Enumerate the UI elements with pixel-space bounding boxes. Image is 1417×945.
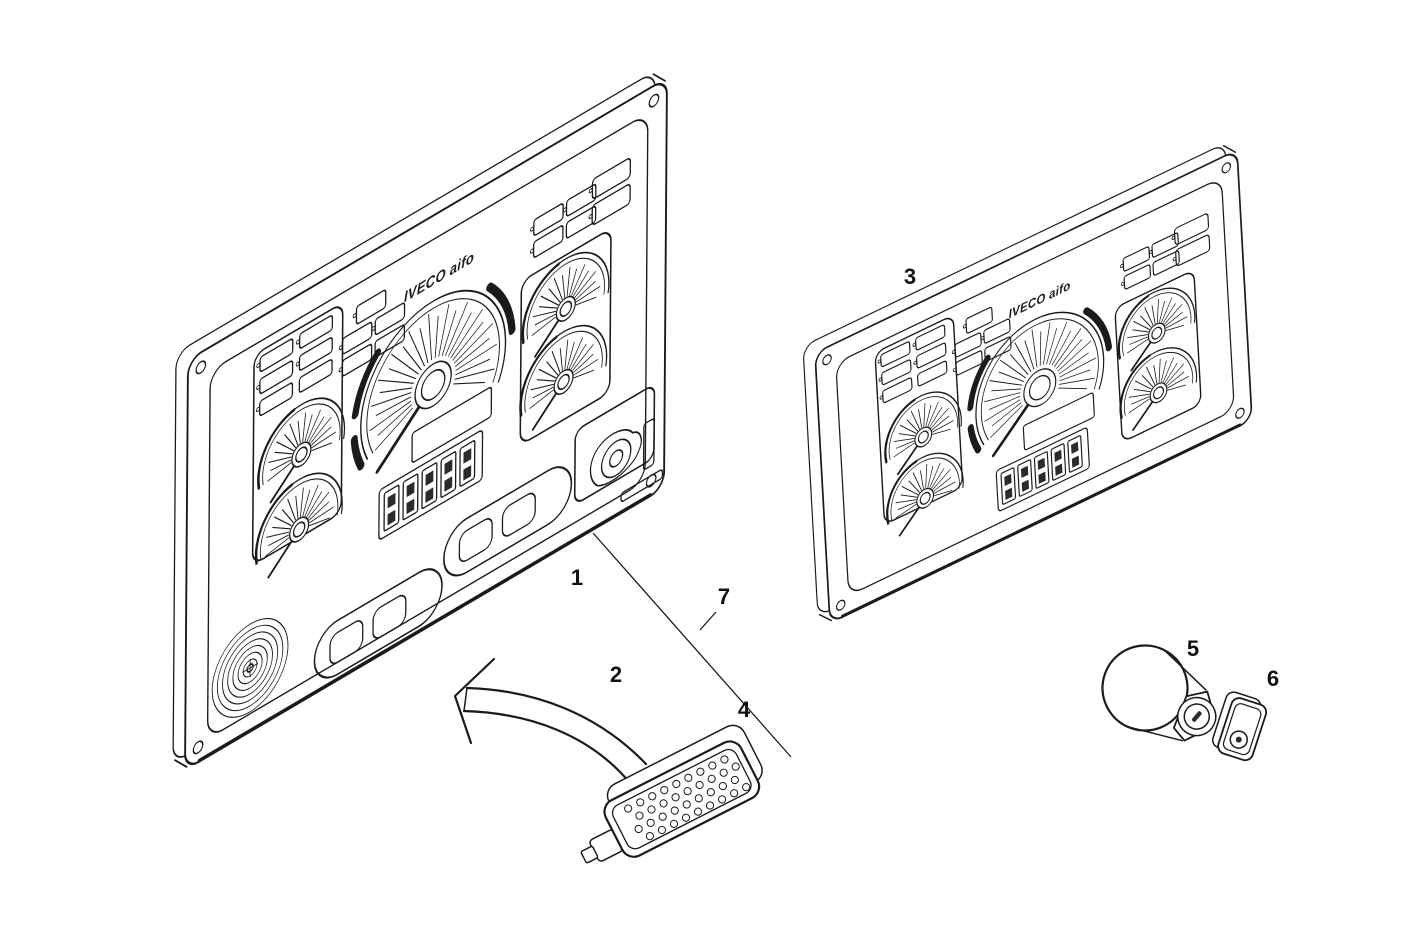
lock-keeper	[1211, 691, 1268, 762]
multipin-connector	[580, 724, 763, 864]
callout-2: 2	[610, 662, 622, 687]
button-group-lower	[313, 568, 443, 679]
screw-hole	[1235, 407, 1245, 419]
panel-slot	[620, 469, 664, 503]
key-switch	[573, 386, 664, 503]
panel-inner-border	[836, 182, 1235, 592]
connector-pins	[624, 755, 751, 841]
buzzer-speaker	[211, 618, 289, 718]
panel-inner-border	[206, 119, 649, 733]
leader-line-7	[592, 532, 792, 758]
callout-7: 7	[718, 584, 730, 609]
callout-5: 5	[1187, 636, 1199, 661]
screw-hole	[648, 93, 660, 108]
keeper-face	[1217, 697, 1268, 762]
panel-button[interactable]	[329, 618, 364, 667]
connection-cable	[453, 657, 648, 785]
screw-hole	[835, 599, 846, 611]
callout-6: 6	[1267, 666, 1279, 691]
key-hole[interactable]	[600, 433, 632, 484]
panel-button[interactable]	[372, 592, 407, 641]
direction-arrow	[453, 657, 496, 745]
panel-button[interactable]	[458, 515, 493, 564]
screw-hole	[192, 740, 204, 755]
panel-button[interactable]	[501, 490, 536, 539]
key-switch-bezel	[589, 429, 642, 487]
instrument-panel-large: IVECO aifo	[172, 73, 668, 768]
panel-face	[184, 82, 668, 766]
instrument-panel-small: IVECO aifo	[803, 144, 1253, 622]
key-slot	[1191, 711, 1202, 722]
screw-hole	[195, 360, 207, 375]
screw-hole	[1221, 162, 1232, 174]
callout-1: 1	[571, 565, 583, 590]
button-group-upper	[443, 466, 573, 577]
callout-4: 4	[738, 697, 751, 722]
lock-cylinder	[1101, 644, 1217, 742]
screw-hole	[822, 354, 832, 366]
callout-3: 3	[904, 264, 916, 289]
